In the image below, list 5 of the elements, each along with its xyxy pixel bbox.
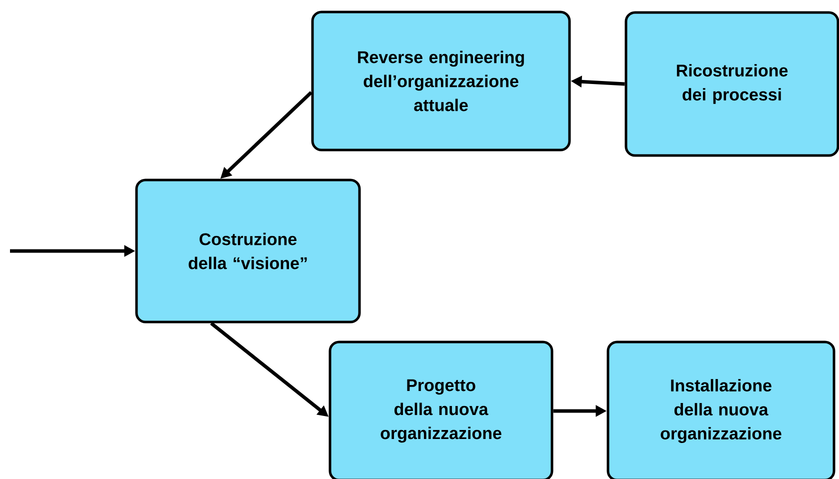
process-box: Ricostruzione dei processi (624, 11, 839, 157)
process-box: Installazione della nuova organizzazione (606, 340, 836, 479)
process-box: Progetto della nuova organizzazione (328, 340, 554, 479)
process-box: Reverse engineering dell’organizzazione attuale (311, 10, 571, 152)
process-box: Costruzione della “visione” (135, 178, 361, 324)
